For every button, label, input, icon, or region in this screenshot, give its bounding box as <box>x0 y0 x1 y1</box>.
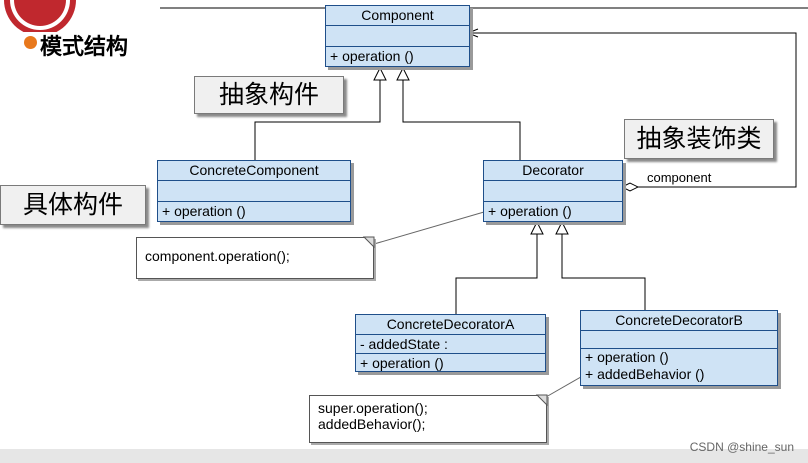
class-component[interactable]: Component + operation () <box>325 5 470 67</box>
watermark: CSDN @shine_sun <box>689 440 794 454</box>
class-name: Decorator <box>522 162 584 178</box>
operation: + operation () <box>356 353 545 372</box>
note-line: super.operation(); <box>318 400 428 416</box>
label-abstract-decorator: 抽象装饰类 <box>624 119 774 159</box>
association-role-label: component <box>647 170 712 185</box>
attribute: - addedState : <box>356 334 545 353</box>
operations-section: + operation () + addedBehavior () <box>581 348 777 383</box>
note-text: component.operation(); <box>145 248 290 264</box>
operation: + operation () <box>484 201 622 220</box>
note-decorator-operation: component.operation(); <box>136 237 374 279</box>
class-name: ConcreteDecoratorB <box>615 312 743 328</box>
bullet-icon <box>24 36 37 49</box>
class-name: Component <box>361 7 434 23</box>
operation: + operation () <box>585 349 669 365</box>
class-concrete-component[interactable]: ConcreteComponent + operation () <box>157 160 351 222</box>
class-name: ConcreteDecoratorA <box>386 316 515 332</box>
label-concrete-component: 具体构件 <box>0 185 146 225</box>
class-decorator[interactable]: Decorator + operation () <box>483 160 623 222</box>
note-decorator-b-operation: super.operation(); addedBehavior(); <box>309 395 547 443</box>
footer-bar <box>0 449 808 463</box>
label-abstract-component: 抽象构件 <box>194 76 344 114</box>
operation: + operation () <box>158 201 350 220</box>
attributes-section <box>581 330 777 348</box>
attributes-section <box>158 180 350 201</box>
class-name: ConcreteComponent <box>189 162 319 178</box>
class-concrete-decorator-b[interactable]: ConcreteDecoratorB + operation () + adde… <box>580 310 778 386</box>
operation: + operation () <box>326 46 469 65</box>
operation: + addedBehavior () <box>585 366 705 382</box>
page-title: 模式结构 <box>40 35 129 60</box>
class-concrete-decorator-a[interactable]: ConcreteDecoratorA - addedState : + oper… <box>355 314 546 372</box>
attributes-section <box>326 25 469 46</box>
university-logo <box>0 0 80 32</box>
note-line: addedBehavior(); <box>318 416 426 432</box>
attributes-section <box>484 180 622 201</box>
